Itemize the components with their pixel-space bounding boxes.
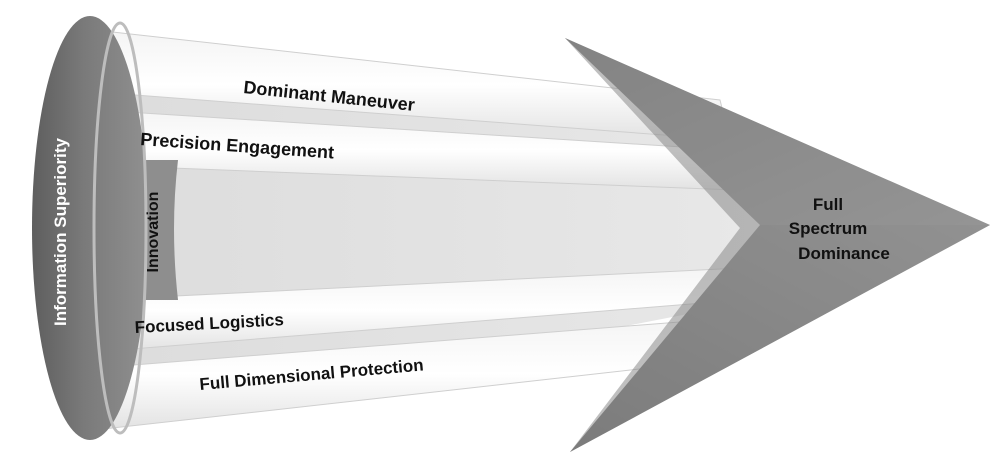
information-superiority-label: Information Superiority [51, 137, 70, 326]
innovation-label: Innovation [145, 192, 162, 273]
full-spectrum-dominance-line2: Spectrum [789, 219, 867, 238]
full-spectrum-dominance-line1: Full [813, 195, 843, 214]
ring-inner-edge [92, 21, 148, 435]
full-spectrum-dominance-line3: Dominance [798, 244, 890, 263]
information-superiority-ring [32, 16, 148, 440]
arrowhead-face [565, 38, 990, 452]
